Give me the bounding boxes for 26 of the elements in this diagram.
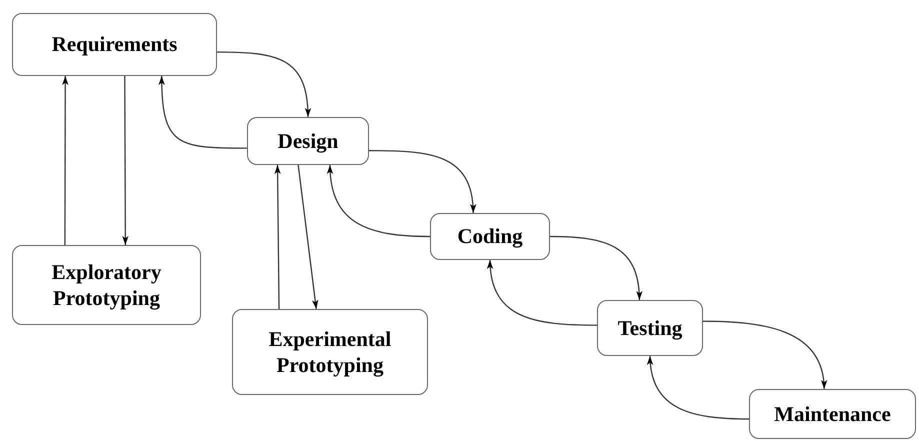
arrow xyxy=(703,320,826,390)
process-box xyxy=(232,309,428,395)
box-label: Maintenance xyxy=(774,400,891,428)
arrow xyxy=(648,356,749,420)
arrow xyxy=(550,236,642,300)
arrow xyxy=(122,76,129,245)
process-box xyxy=(12,13,217,76)
arrow xyxy=(298,164,318,310)
arrow xyxy=(369,150,476,214)
arrow xyxy=(62,76,68,245)
arrow xyxy=(274,165,281,309)
process-box xyxy=(430,213,550,260)
box-label: Coding xyxy=(457,223,523,250)
arrow xyxy=(217,51,311,118)
box-label: Experimental Prototyping xyxy=(268,326,392,378)
arrow xyxy=(158,76,247,149)
box-label: Requirements xyxy=(52,31,178,58)
arrow xyxy=(327,164,430,238)
process-box xyxy=(247,117,369,165)
process-box xyxy=(12,245,201,325)
box-label: Testing xyxy=(618,314,682,342)
box-label: Exploratory Prototyping xyxy=(50,258,162,312)
process-box xyxy=(597,300,703,356)
box-label: Design xyxy=(278,128,338,154)
process-box xyxy=(749,389,916,439)
arrow xyxy=(487,260,597,326)
